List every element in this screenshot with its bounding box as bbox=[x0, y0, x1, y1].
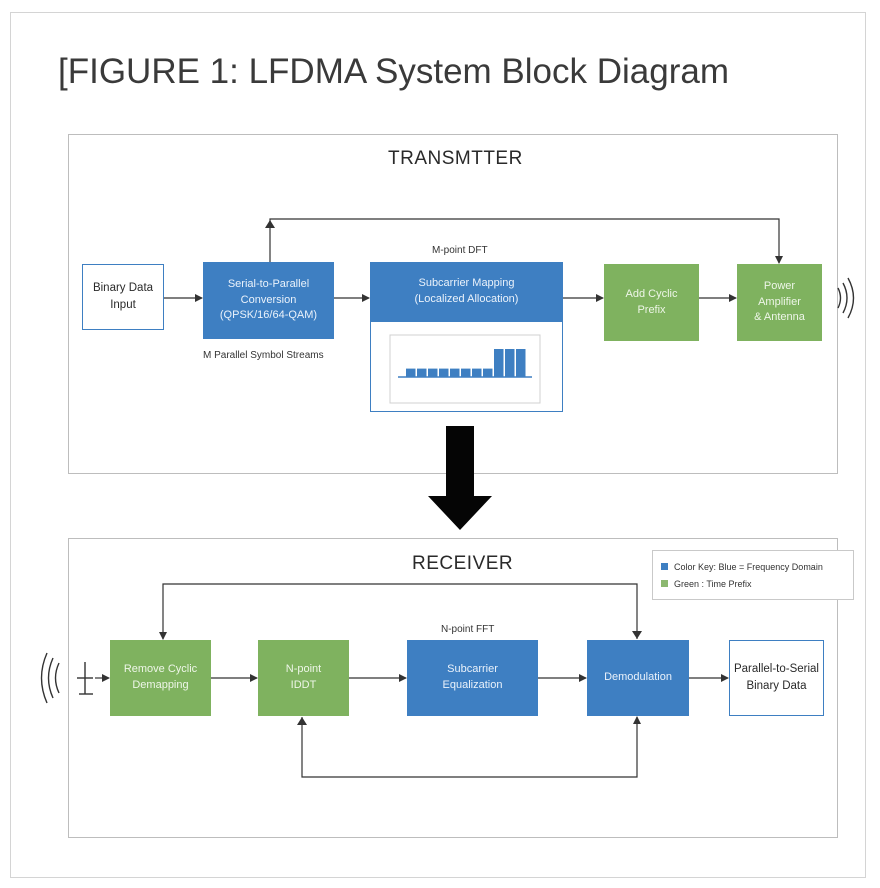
antenna-waves-icon bbox=[837, 277, 855, 319]
page-border bbox=[10, 12, 866, 878]
rx-bottom-loop-arrowhead bbox=[297, 717, 307, 725]
serial-to-parallel-block: Serial-to-Parallel Conversion (QPSK/16/6… bbox=[203, 262, 334, 339]
spectrum-bar bbox=[461, 368, 471, 377]
subcarrier-mapping-block: Subcarrier Mapping (Localized Allocation… bbox=[370, 262, 563, 322]
subcarrier-equalization-block: Subcarrier Equalization bbox=[407, 640, 538, 716]
power-amplifier-block: Power Amplifier & Antenna bbox=[737, 264, 822, 341]
streams-caption: M Parallel Symbol Streams bbox=[203, 350, 324, 361]
antenna-receive-icon bbox=[40, 652, 93, 704]
green-swatch bbox=[661, 580, 668, 587]
spectrum-bar bbox=[483, 368, 493, 377]
tx-feedback-loop bbox=[269, 218, 783, 264]
dft-caption: M-point DFT bbox=[432, 245, 488, 256]
spectrum-chart bbox=[389, 334, 541, 404]
spectrum-bar bbox=[494, 349, 504, 377]
demodulation-block: Demodulation bbox=[587, 640, 689, 716]
spectrum-bar bbox=[472, 368, 482, 377]
spectrum-bar bbox=[450, 368, 460, 377]
legend-row-blue: Color Key: Blue = Frequency Domain bbox=[661, 558, 845, 575]
blue-swatch bbox=[661, 563, 668, 570]
transmitter-title: TRANSMTTER bbox=[388, 148, 523, 169]
legend-blue-label: Color Key: Blue = Frequency Domain bbox=[674, 561, 823, 572]
parallel-to-serial-block: Parallel-to-Serial Binary Data bbox=[729, 640, 824, 716]
idft-block: N-point IDDT bbox=[258, 640, 349, 716]
spectrum-bar bbox=[439, 368, 449, 377]
spectrum-bar bbox=[417, 368, 427, 377]
spectrum-bar bbox=[428, 368, 438, 377]
down-arrow-icon bbox=[428, 426, 492, 530]
rx-top-loop-arrowhead bbox=[632, 631, 642, 639]
spectrum-bars bbox=[406, 349, 526, 377]
binary-data-input-block: Binary Data Input bbox=[82, 264, 164, 330]
fft-caption: N-point FFT bbox=[441, 624, 495, 635]
spectrum-bar bbox=[406, 368, 416, 377]
remove-cyclic-block: Remove Cyclic Demapping bbox=[110, 640, 211, 716]
legend-row-green: Green : Time Prefix bbox=[661, 575, 845, 592]
add-cyclic-prefix-block: Add Cyclic Prefix bbox=[604, 264, 699, 341]
receiver-title: RECEIVER bbox=[412, 553, 514, 574]
spectrum-bar bbox=[505, 349, 515, 377]
rx-top-loop bbox=[159, 583, 638, 640]
color-key-legend: Color Key: Blue = Frequency Domain Green… bbox=[652, 550, 854, 600]
spectrum-bar bbox=[516, 349, 526, 377]
legend-green-label: Green : Time Prefix bbox=[674, 578, 752, 589]
figure-title: [FIGURE 1: LFDMA System Block Diagram bbox=[58, 52, 729, 91]
tx-feedback-arrowhead bbox=[265, 220, 275, 228]
rx-bottom-loop bbox=[301, 716, 641, 778]
